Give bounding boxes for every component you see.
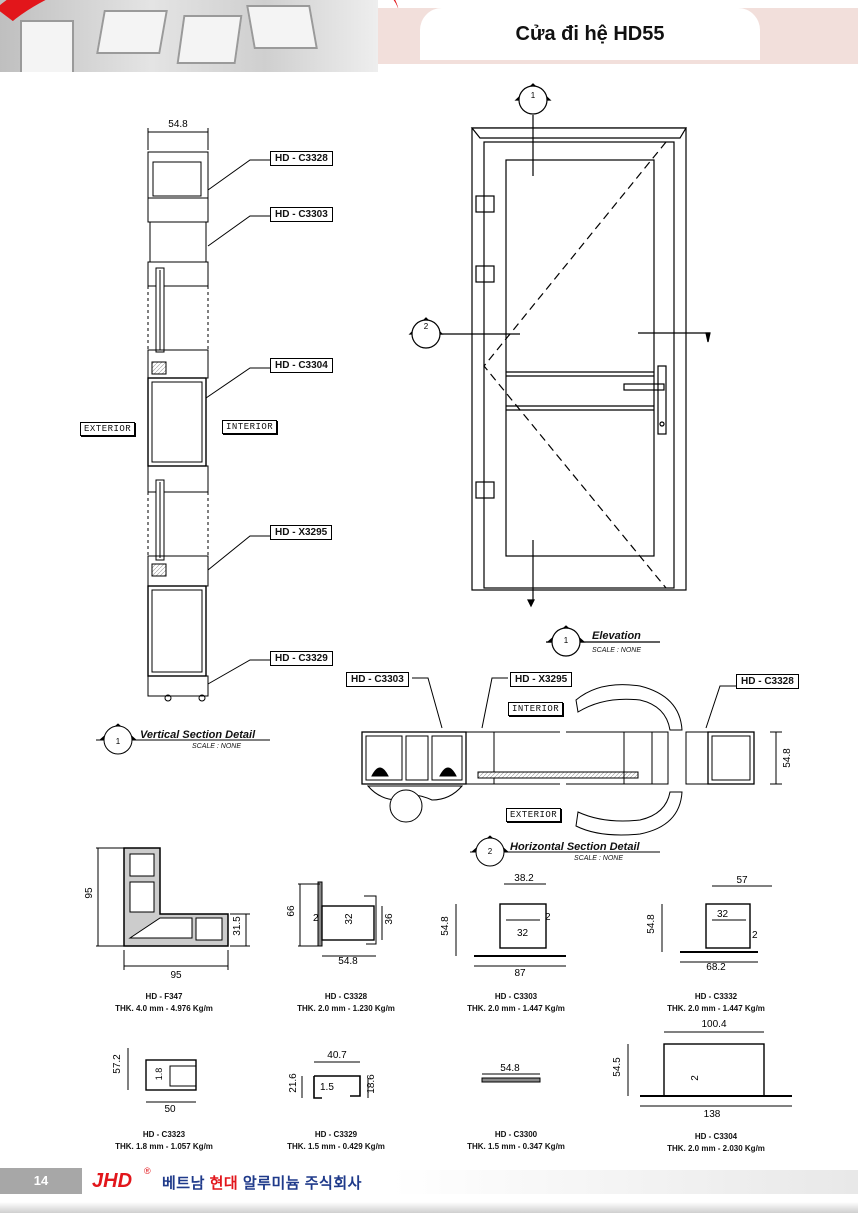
vs-label-c3329: HD - C3329 [270,651,333,666]
profile-name-c3328: HD - C3328 [324,992,368,1001]
vs-label-c3328: HD - C3328 [270,151,333,166]
vs-interior-tag: INTERIOR [222,420,278,434]
page-title: Cửa đi hệ HD55 [515,23,665,45]
profile-name-c3332: HD - C3332 [694,992,738,1001]
c3300-dim-w: 54.8 [500,1063,520,1074]
c3328-dim-w: 54.8 [338,956,358,967]
c3303-dim-32: 32 [517,928,529,939]
elev-title: Elevation [592,630,641,642]
c3303-dim-w: 87 [514,968,526,979]
elev-marker-left: 2 [424,322,429,331]
footer-bar [82,1170,858,1194]
c3304-dim-w: 138 [704,1109,721,1120]
vs-label-c3303: HD - C3303 [270,207,333,222]
f347-dim-leg: 31.5 [232,916,243,936]
c3323-dim-w: 50 [164,1104,176,1115]
profile-c3304 [627,1031,792,1107]
c3328-dim-36: 36 [384,913,395,925]
profile-c3332 [661,885,772,963]
c3332-dim-top: 57 [736,875,748,886]
vs-label-x3295: HD - X3295 [270,525,333,540]
company-name-part-b: 현대 [209,1175,239,1192]
hs-marker-num: 2 [488,847,493,856]
hs-label-x3295: HD - X3295 [510,672,573,687]
company-name-part-a: 베트남 [162,1175,210,1192]
c3332-dim-h: 54.8 [646,914,657,934]
profile-name-c3323: HD - C3323 [142,1130,186,1139]
page-number: 14 [0,1168,82,1194]
c3304-dim-h: 54.5 [612,1057,623,1077]
vs-title: Vertical Section Detail [140,729,256,741]
company-name: 베트남 현대 알루미늄 주식회사 [162,1172,362,1193]
hs-exterior-tag: EXTERIOR [506,808,562,822]
profile-c3303 [455,883,566,967]
hs-label-c3328: HD - C3328 [736,674,799,689]
profile-thk-c3303: THK. 2.0 mm - 1.447 Kg/m [467,1004,565,1013]
elev-marker-top: 1 [531,91,536,100]
vertical-section [96,128,270,755]
vs-width-dim: 54.8 [168,119,188,130]
profile-name-f347: HD - F347 [145,992,183,1001]
title-tab: Cửa đi hệ HD55 [420,8,760,60]
elev-scale: SCALE : NONE [592,647,642,654]
f347-dim-width: 95 [170,970,182,981]
vs-marker-num: 1 [116,737,121,746]
profile-f347 [96,847,250,970]
c3328-dim-t: 2 [313,913,319,924]
c3332-dim-t: 2 [752,930,758,941]
company-name-part-c: 알루미늄 주식회사 [238,1175,362,1192]
hs-interior-tag: INTERIOR [508,702,564,716]
c3328-dim-h: 66 [286,905,297,917]
bottom-rule [0,1202,858,1213]
horizontal-section [361,677,782,867]
c3303-dim-t: 2 [545,912,551,923]
vs-scale: SCALE : NONE [192,743,242,750]
profile-c3323 [127,1048,197,1103]
profile-thk-f347: THK. 4.0 mm - 4.976 Kg/m [115,1004,213,1013]
c3304-dim-top: 100.4 [701,1019,726,1030]
c3329-dim-w: 40.7 [327,1050,347,1061]
c3329-dim-t: 1.5 [320,1082,334,1093]
profile-c3300 [481,1073,541,1083]
elev-marker-num: 1 [564,636,569,645]
profile-c3328 [298,881,383,957]
c3303-dim-h: 54.8 [440,916,451,936]
vs-exterior-tag: EXTERIOR [80,422,136,436]
c3323-dim-h: 57.2 [112,1054,123,1074]
hs-title: Horizontal Section Detail [510,841,640,853]
profile-thk-c3300: THK. 1.5 mm - 0.347 Kg/m [467,1142,565,1151]
c3303-dim-top: 38.2 [514,873,534,884]
registered-mark: ® [144,1166,151,1176]
f347-dim-height: 95 [84,887,95,899]
c3328-dim-32: 32 [344,913,355,925]
vs-label-c3304: HD - C3304 [270,358,333,373]
hs-scale: SCALE : NONE [574,855,624,862]
profile-name-c3300: HD - C3300 [494,1130,538,1139]
profile-name-c3303: HD - C3303 [494,992,538,1001]
brand-logo: JHD [92,1170,133,1192]
c3329-dim-h2: 18.6 [366,1074,377,1094]
header-photo [0,0,378,72]
profile-name-c3329: HD - C3329 [314,1130,358,1139]
profile-thk-c3328: THK. 2.0 mm - 1.230 Kg/m [297,1004,395,1013]
elevation-drawing [408,83,711,657]
profile-name-c3304: HD - C3304 [694,1132,738,1141]
c3323-dim-t: 1.8 [154,1068,164,1081]
profile-thk-c3329: THK. 1.5 mm - 0.429 Kg/m [287,1142,385,1151]
profile-thk-c3332: THK. 2.0 mm - 1.447 Kg/m [667,1004,765,1013]
profile-thk-c3304: THK. 2.0 mm - 2.030 Kg/m [667,1144,765,1153]
c3329-dim-h: 21.6 [288,1073,299,1093]
c3332-dim-32: 32 [717,909,729,920]
hs-height-dim: 54.8 [782,748,793,768]
profile-thk-c3323: THK. 1.8 mm - 1.057 Kg/m [115,1142,213,1151]
profile-c3329 [301,1061,369,1099]
c3304-dim-t: 2 [690,1075,701,1081]
hs-label-c3303: HD - C3303 [346,672,409,687]
c3332-dim-w: 68.2 [706,962,726,973]
